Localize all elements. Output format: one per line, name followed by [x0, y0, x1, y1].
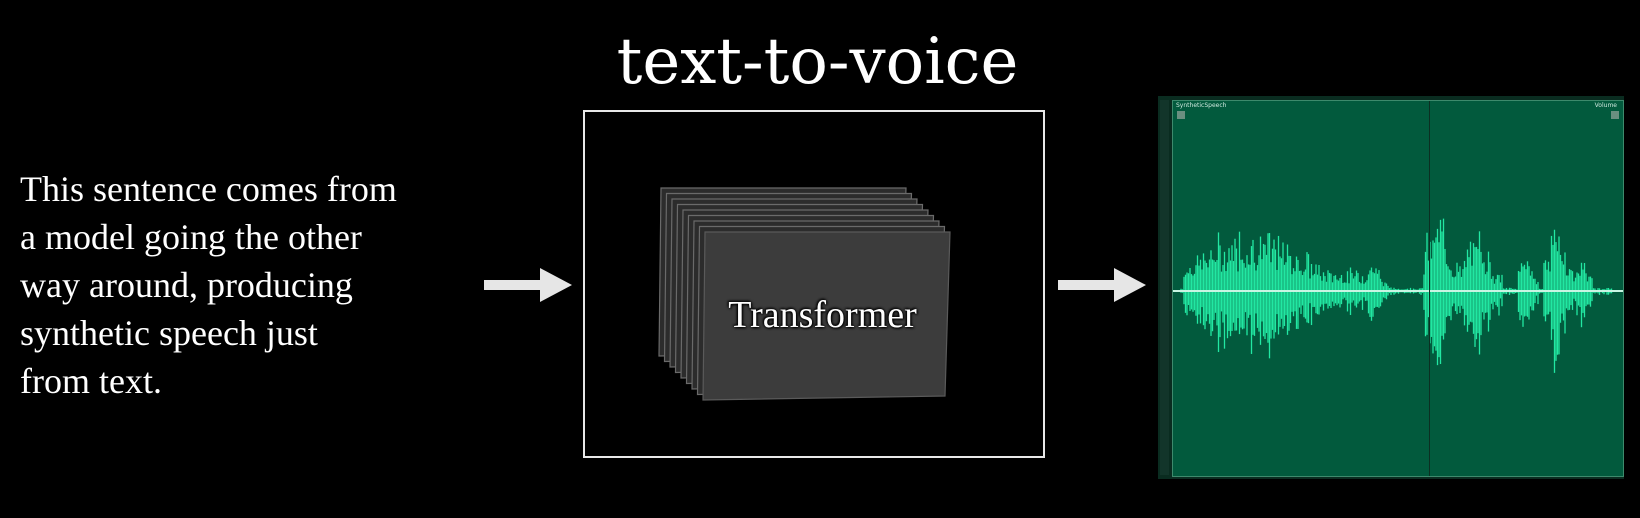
description-line: way around, producing [20, 265, 353, 305]
waveform-track: SyntheticSpeech Volume [1172, 100, 1624, 477]
description-text: This sentence comes from a model going t… [20, 165, 480, 405]
audio-waveform-panel: SyntheticSpeech Volume [1158, 96, 1624, 479]
transformer-label: Transformer [728, 294, 917, 336]
description-line: a model going the other [20, 217, 362, 257]
track-side-bar [1160, 100, 1169, 475]
track-name-label: SyntheticSpeech [1176, 102, 1227, 109]
volume-label: Volume [1594, 102, 1617, 109]
waveform-graphic [1173, 218, 1623, 373]
description-line: synthetic speech just [20, 313, 318, 353]
diagram-title: text-to-voice [616, 25, 1019, 99]
right-arrow-icon [1058, 268, 1146, 302]
description-line: This sentence comes from [20, 169, 397, 209]
right-arrow-icon [484, 268, 572, 302]
fade-handle-icon [1611, 111, 1619, 119]
transformer-layer [702, 231, 951, 401]
fade-handle-icon [1177, 111, 1185, 119]
description-line: from text. [20, 361, 162, 401]
model-box [583, 110, 1045, 458]
playhead-line [1429, 101, 1430, 476]
